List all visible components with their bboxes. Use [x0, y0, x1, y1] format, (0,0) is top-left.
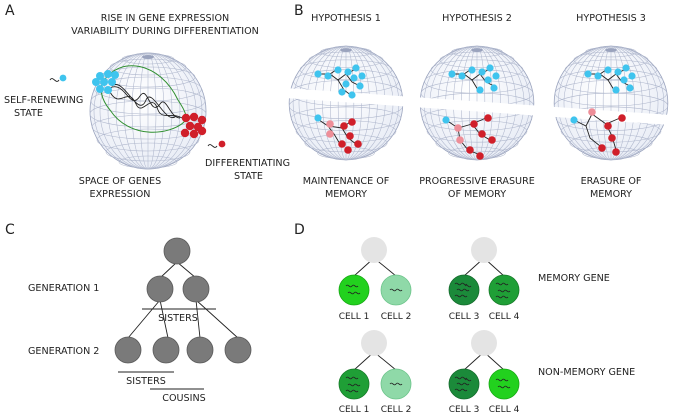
self-renewing-cluster: [92, 70, 119, 94]
self-renewing-cell-icon: [49, 74, 67, 82]
memory-parent-b: [471, 237, 497, 263]
memory-cell-4-mrna: [495, 282, 511, 299]
trajectory-envelope: [100, 65, 187, 133]
panel-b: B: [285, 3, 685, 200]
hypothesis-2-caption-line1: PROGRESSIVE ERASURE: [419, 176, 535, 187]
cousins-label: COUSINS: [162, 393, 205, 404]
sisters-top-label: SISTERS: [158, 313, 198, 324]
lineage-tree-lines: [118, 261, 239, 390]
hypothesis-3-caption-line2: MEMORY: [590, 189, 632, 200]
hypothesis-1-title: HYPOTHESIS 1: [311, 13, 381, 24]
non-memory-cell-3-mrna: [454, 376, 472, 392]
trajectory-paths: [109, 84, 183, 119]
tree-gen2-cell-3: [186, 336, 214, 364]
hypothesis-2-bottom-lineage: [442, 114, 496, 160]
hypothesis-2-top-lineage: [448, 64, 500, 94]
self-renewing-label-line1: SELF-RENEWING: [4, 95, 83, 106]
panel-a: A RISE IN GENE EXPRESSION VARIABILITY DU…: [4, 3, 290, 200]
tree-gen1-cell-2: [182, 275, 210, 303]
hypothesis-1-caption-line2: MEMORY: [325, 189, 367, 200]
non-memory-cell-4-label: CELL 4: [489, 405, 520, 414]
non-memory-cell-2-label: CELL 2: [381, 405, 412, 414]
panel-d-letter: D: [294, 222, 305, 238]
panel-a-title-line2: VARIABILITY DURING DIFFERENTIATION: [71, 26, 259, 37]
hypothesis-3-title: HYPOTHESIS 3: [576, 13, 646, 24]
tree-gen2-cell-4: [224, 336, 252, 364]
tree-root-cell: [163, 237, 191, 265]
non-memory-cell-1: [338, 368, 370, 400]
panel-a-letter: A: [5, 3, 15, 19]
tree-gen2-cell-2: [152, 336, 180, 364]
tree-gen1-cell-1: [146, 275, 174, 303]
sisters-bottom-label: SISTERS: [126, 376, 166, 387]
memory-cell-4-label: CELL 4: [489, 312, 520, 322]
generation-1-label: GENERATION 1: [28, 283, 99, 294]
non-memory-cell-3: [448, 368, 480, 400]
generation-2-label: GENERATION 2: [28, 346, 99, 357]
non-memory-cell-1-label: CELL 1: [339, 405, 370, 414]
hypothesis-1-bottom-lineage: [314, 114, 362, 154]
memory-gene-label: MEMORY GENE: [538, 273, 610, 284]
differentiating-label-line1: DIFFERENTIATING: [205, 158, 290, 169]
non-memory-gene-row: [338, 368, 520, 400]
panel-d: D: [294, 222, 635, 414]
memory-cell-3-label: CELL 3: [449, 312, 480, 322]
non-memory-parent-b: [471, 330, 497, 356]
memory-gene-row: [338, 274, 520, 306]
non-memory-cell-1-mrna: [345, 376, 361, 393]
differentiating-cluster: [180, 112, 207, 139]
memory-cell-3: [448, 274, 480, 306]
non-memory-cell-4-mrna: [495, 378, 511, 389]
hypothesis-3-top-lineage: [584, 64, 636, 94]
memory-cell-2-label: CELL 2: [381, 312, 412, 322]
tree-gen2-cell-1: [114, 336, 142, 364]
hypothesis-2-title: HYPOTHESIS 2: [442, 13, 512, 24]
hypothesis-2-caption-line2: OF MEMORY: [448, 189, 506, 200]
non-memory-cell-4: [488, 368, 520, 400]
panel-c-letter: C: [5, 222, 15, 238]
lineage-tree-cells: [114, 237, 252, 364]
differentiating-label-line2: STATE: [234, 171, 263, 182]
memory-cell-3-mrna: [454, 282, 472, 298]
hypothesis-1-top-lineage: [314, 64, 366, 99]
non-memory-cell-2-mrna: [389, 382, 403, 386]
differentiating-cell-icon: [207, 140, 226, 148]
hypothesis-3-caption-line1: ERASURE OF: [581, 176, 642, 187]
hypothesis-3-sphere: [553, 45, 669, 161]
panel-b-letter: B: [294, 3, 304, 19]
memory-parent-a: [361, 237, 387, 263]
memory-cell-2-mrna: [389, 288, 403, 292]
memory-cell-1: [338, 274, 370, 306]
hypothesis-3-bottom-lineage: [570, 108, 626, 156]
memory-cell-1-label: CELL 1: [339, 312, 370, 322]
self-renewing-label-line2: STATE: [14, 108, 43, 119]
panel-a-title-line1: RISE IN GENE EXPRESSION: [101, 13, 229, 24]
panel-c: C GENERATION 1 GENERATION 2 SISTERS SIST…: [5, 222, 252, 404]
hypothesis-1-caption-line1: MAINTENANCE OF: [303, 176, 390, 187]
space-label-line1: SPACE OF GENES: [79, 176, 161, 187]
non-memory-parent-a: [361, 330, 387, 356]
non-memory-gene-label: NON-MEMORY GENE: [538, 367, 635, 378]
sphere-cut: [285, 88, 685, 126]
non-memory-cell-3-label: CELL 3: [449, 405, 480, 414]
memory-cell-1-mrna: [345, 284, 361, 295]
memory-cell-4: [488, 274, 520, 306]
parent-cells: [361, 237, 497, 356]
space-label-line2: EXPRESSION: [90, 189, 151, 200]
